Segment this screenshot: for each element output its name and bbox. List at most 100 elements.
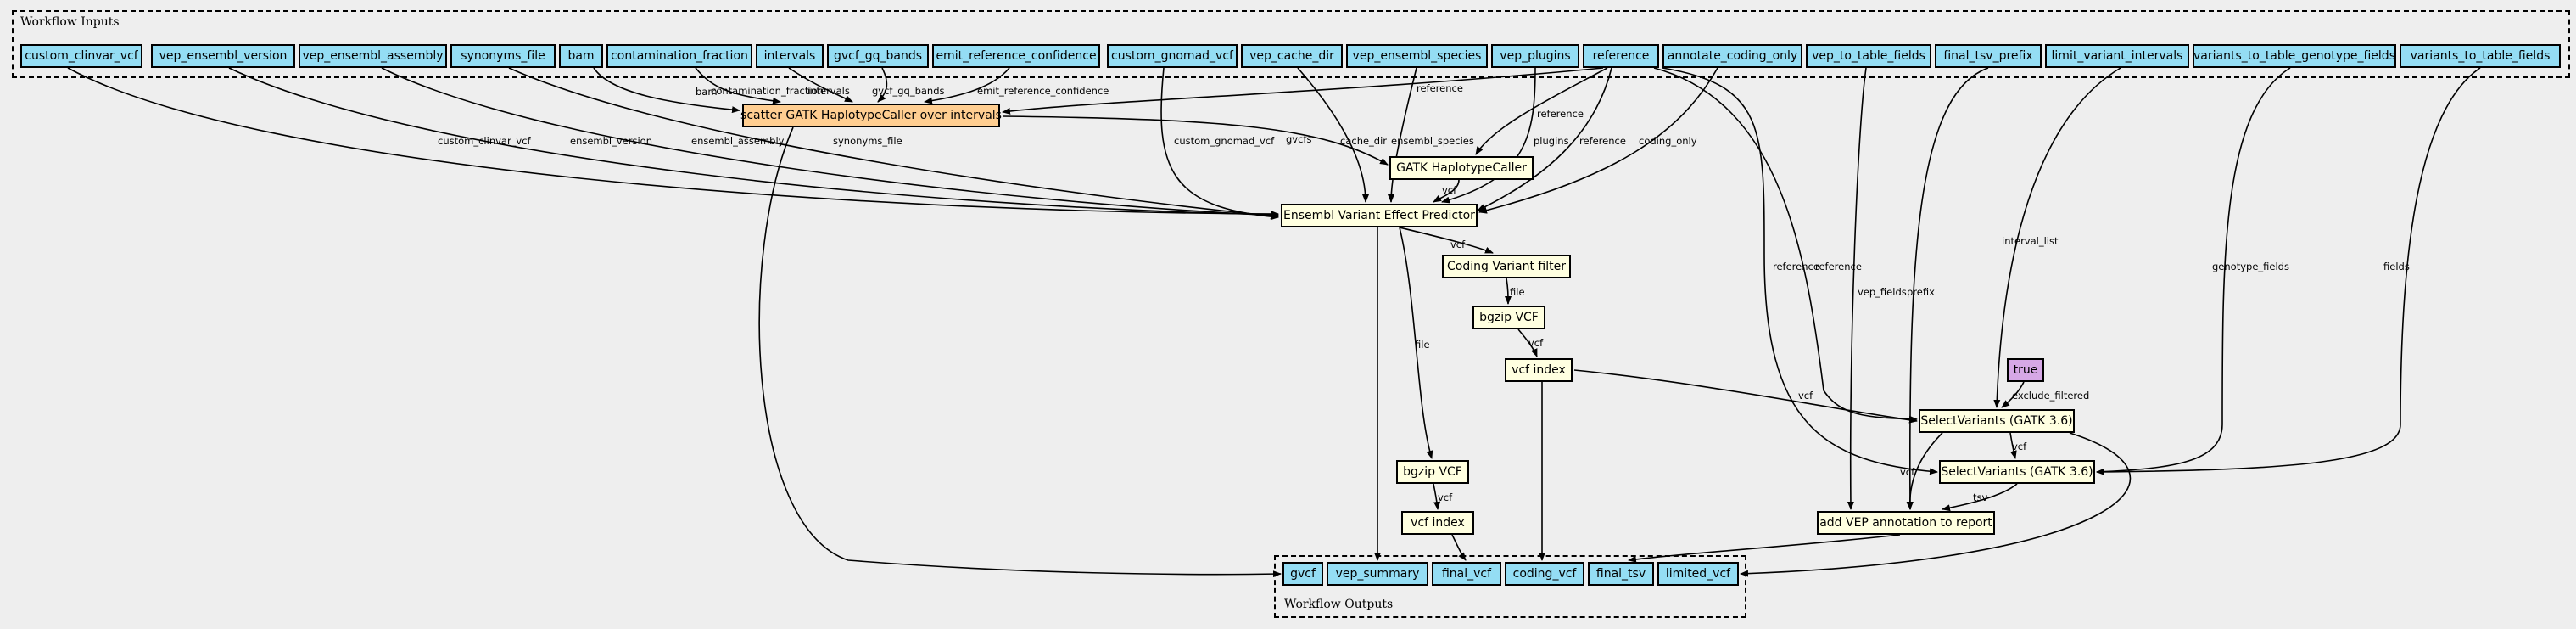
edge-reference-select1	[1653, 67, 1918, 423]
output-coding-vcf[interactable]: coding_vcf	[1505, 562, 1584, 586]
input-vep-ensembl-version[interactable]: vep_ensembl_version	[151, 44, 295, 68]
input-vep-to-table-fields[interactable]: vep_to_table_fields	[1806, 44, 1931, 68]
edge-bgzip2-index2	[1433, 483, 1441, 510]
edge-label-vep-bgzip2: file	[1415, 339, 1430, 351]
edge-label-genofields-select2: genotype_fields	[2212, 261, 2289, 272]
edge-label-emit-scatter: emit_reference_confidence	[977, 85, 1109, 97]
workflow-outputs-cluster	[1274, 555, 1746, 618]
edge-bgzip-index	[1517, 329, 1538, 357]
input-synonyms-file[interactable]: synonyms_file	[450, 44, 556, 68]
edge-reference-select2	[1662, 67, 1938, 475]
edge-assembly-vep	[381, 67, 1279, 219]
step-vcf-index-coding[interactable]: vcf index	[1505, 358, 1573, 382]
edge-label-select2-add: tsv	[1973, 491, 1988, 503]
output-final-vcf[interactable]: final_vcf	[1432, 562, 1501, 586]
step-scatter-haplotypecaller[interactable]: scatter GATK HaplotypeCaller over interv…	[740, 104, 1002, 127]
step-ensembl-vep[interactable]: Ensembl Variant Effect Predictor	[1281, 204, 1478, 227]
edge-label-gnomad-vep: custom_gnomad_vcf	[1174, 135, 1275, 147]
input-reference[interactable]: reference	[1583, 44, 1659, 68]
edge-reference-hc	[1475, 67, 1608, 155]
edge-fields-select2	[2096, 67, 2481, 475]
edge-hc-vep	[1433, 179, 1460, 203]
edge-label-plugins-vep: plugins	[1534, 135, 1569, 147]
input-emit-reference-confidence[interactable]: emit_reference_confidence	[932, 44, 1100, 68]
edge-reference-scatter	[1002, 67, 1604, 115]
edge-label-select1-select2: vcf	[2012, 441, 2027, 452]
edge-genofields-select2	[2096, 67, 2291, 475]
step-coding-variant-filter[interactable]: Coding Variant filter	[1442, 255, 1571, 278]
edge-label-fields-select2: fields	[2383, 261, 2410, 272]
edge-index2-finalvcf	[1451, 534, 1467, 561]
edge-vep-filter	[1399, 227, 1494, 254]
input-gvcf-gq-bands[interactable]: gvcf_gq_bands	[827, 44, 929, 68]
input-limit-variant-intervals[interactable]: limit_variant_intervals	[2045, 44, 2189, 68]
input-intervals[interactable]: intervals	[756, 44, 824, 68]
input-vep-plugins[interactable]: vep_plugins	[1491, 44, 1579, 68]
edge-gq-scatter	[877, 67, 888, 103]
edge-label-bam-scatter: bam	[696, 86, 718, 98]
step-bgzip-coding[interactable]: bgzip VCF	[1472, 306, 1545, 329]
edge-reference-vep	[1477, 67, 1612, 211]
edge-species-vep	[1388, 67, 1417, 203]
edge-label-reference-select2: reference	[1773, 261, 1819, 272]
edge-label-vep-filter: vcf	[1450, 239, 1466, 250]
step-select-variants-1[interactable]: SelectVariants (GATK 3.6)	[1919, 409, 2075, 433]
edge-label-contamination-scatter: contamination_fraction	[711, 85, 824, 97]
edge-label-true-select1: exclude_filtered	[2012, 390, 2089, 402]
edge-label-limit-select1: interval_list	[2002, 235, 2059, 247]
edge-label-prefix-add: prefix	[1907, 286, 1935, 298]
workflow-inputs-label: Workflow Inputs	[20, 15, 120, 29]
edge-label-select1-add: vcf	[1900, 466, 1915, 478]
step-bgzip-vep[interactable]: bgzip VCF	[1396, 460, 1469, 484]
step-vcf-index-vep[interactable]: vcf index	[1401, 511, 1474, 535]
edge-label-reference-vep: reference	[1579, 135, 1626, 147]
edge-label-index-select1: vcf	[1798, 390, 1813, 402]
output-gvcf[interactable]: gvcf	[1282, 562, 1323, 586]
edge-prefix-add	[1906, 67, 1989, 510]
input-custom-gnomad-vcf[interactable]: custom_gnomad_vcf	[1107, 44, 1238, 68]
input-final-tsv-prefix[interactable]: final_tsv_prefix	[1935, 44, 2042, 68]
output-final-tsv[interactable]: final_tsv	[1588, 562, 1654, 586]
edge-filter-bgzip	[1504, 278, 1512, 305]
input-variants-to-table-genotype-fields[interactable]: variants_to_table_genotype_fields	[2193, 44, 2396, 68]
edge-label-intervals-scatter: intervals	[807, 85, 850, 97]
input-variants-to-table-fields[interactable]: variants_to_table_fields	[2400, 44, 2561, 68]
output-vep-summary[interactable]: vep_summary	[1327, 562, 1428, 586]
workflow-inputs-cluster	[12, 10, 2570, 78]
step-select-variants-2[interactable]: SelectVariants (GATK 3.6)	[1939, 460, 2095, 484]
step-add-vep-annotation[interactable]: add VEP annotation to report	[1817, 511, 1995, 535]
output-limited-vcf[interactable]: limited_vcf	[1657, 562, 1739, 586]
edge-label-version-vep: ensembl_version	[570, 135, 652, 147]
edge-label-vepfields-add: vep_fields	[1858, 286, 1907, 298]
edge-label-reference-hc: reference	[1537, 108, 1584, 120]
input-custom-clinvar-vcf[interactable]: custom_clinvar_vcf	[20, 44, 142, 68]
edge-label-gq-scatter: gvcf_gq_bands	[872, 85, 945, 97]
edge-intervals-scatter	[788, 67, 853, 103]
step-gatk-haplotypecaller[interactable]: GATK HaplotypeCaller	[1389, 156, 1534, 180]
input-vep-cache-dir[interactable]: vep_cache_dir	[1241, 44, 1343, 68]
edge-vepfields-add	[1847, 67, 1867, 510]
input-vep-ensembl-assembly[interactable]: vep_ensembl_assembly	[299, 44, 447, 68]
edge-select2-add	[1942, 483, 2018, 512]
input-bam[interactable]: bam	[559, 44, 603, 68]
edge-select1-add	[1906, 432, 1943, 510]
edge-select1-limited	[1740, 432, 2132, 577]
input-vep-ensembl-species[interactable]: vep_ensembl_species	[1346, 44, 1488, 68]
edge-version-vep	[228, 67, 1279, 218]
input-annotate-coding-only[interactable]: annotate_coding_only	[1662, 44, 1802, 68]
workflow-outputs-label: Workflow Outputs	[1284, 598, 1394, 611]
edge-label-synonyms-vep: synonyms_file	[833, 135, 902, 147]
edge-vep-bgzip2	[1399, 227, 1433, 459]
edge-label-clinvar-vep: custom_clinvar_vcf	[438, 135, 532, 147]
step-true-constant[interactable]: true	[2007, 358, 2044, 382]
edge-cachedir-vep	[1297, 67, 1369, 203]
edge-label-reference-scatter: reference	[1417, 82, 1463, 94]
edge-label-filter-bgzip: file	[1510, 286, 1525, 298]
edge-contamination-scatter	[695, 67, 781, 104]
edge-select1-select2	[2009, 432, 2017, 459]
edge-add-finaltsv	[1628, 534, 1901, 563]
edge-label-bgzip-index: vcf	[1528, 337, 1544, 349]
input-contamination-fraction[interactable]: contamination_fraction	[606, 44, 752, 68]
